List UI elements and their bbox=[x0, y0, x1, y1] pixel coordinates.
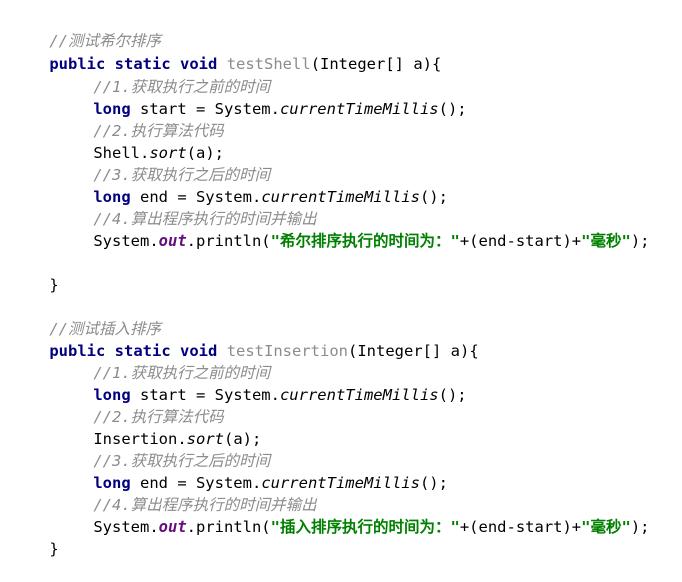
comment-text: //测试插入排序 bbox=[49, 320, 161, 338]
code-line-insertion-comment-4: //4.算出程序执行的时间并输出 bbox=[56, 472, 316, 514]
start-assignment: start = System. bbox=[130, 100, 280, 118]
class-insertion: Insertion. bbox=[93, 430, 187, 448]
code-line-shell-comment-4: //4.算出程序执行的时间并输出 bbox=[56, 186, 316, 228]
system-class: System. bbox=[93, 518, 159, 536]
string-literal-unit: "毫秒" bbox=[581, 518, 631, 536]
code-line-insertion-end: long end = System.currentTimeMillis(); bbox=[56, 450, 448, 492]
call-suffix: (); bbox=[438, 386, 467, 404]
method-current-time-millis: currentTimeMillis bbox=[261, 188, 420, 206]
code-line-insertion-closing-brace: } bbox=[12, 516, 58, 558]
code-line-insertion-comment-2: //2.执行算法代码 bbox=[56, 384, 223, 426]
call-suffix: (); bbox=[419, 188, 448, 206]
method-sort: sort bbox=[186, 430, 224, 448]
closing-brace: } bbox=[49, 276, 59, 294]
code-line-shell-closing-brace: } bbox=[12, 252, 58, 294]
code-line-shell-sort: Shell.sort(a); bbox=[56, 120, 224, 162]
comment-text: //1.获取执行之前的时间 bbox=[93, 364, 271, 382]
code-line-shell-comment-1: //1.获取执行之前的时间 bbox=[56, 54, 270, 96]
code-line-insertion-signature: public static void testInsertion(Integer… bbox=[12, 318, 478, 360]
method-params: (Integer[] a){ bbox=[348, 342, 479, 360]
code-line-insertion-sort: Insertion.sort(a); bbox=[56, 406, 261, 448]
end-assignment: end = System. bbox=[130, 188, 262, 206]
code-line-shell-signature: public static void testShell(Integer[] a… bbox=[12, 31, 441, 73]
closing-brace: } bbox=[49, 540, 59, 558]
println-close: ); bbox=[630, 518, 650, 536]
string-literal-message: "希尔排序执行的时间为：" bbox=[270, 232, 460, 250]
code-line-shell-comment-3: //3.获取执行之后的时间 bbox=[56, 142, 270, 184]
keyword-long: long bbox=[93, 386, 131, 404]
code-line-shell-start: long start = System.currentTimeMillis(); bbox=[56, 76, 466, 118]
concat-expression: +(end-start)+ bbox=[459, 518, 582, 536]
comment-text: //2.执行算法代码 bbox=[93, 122, 224, 140]
comment-text: //3.获取执行之后的时间 bbox=[93, 452, 271, 470]
end-assignment: end = System. bbox=[130, 474, 262, 492]
sort-args: (a); bbox=[186, 144, 224, 162]
comment-text: //2.执行算法代码 bbox=[93, 408, 224, 426]
keyword-void: void bbox=[180, 342, 218, 360]
code-line-shell-end: long end = System.currentTimeMillis(); bbox=[56, 164, 448, 206]
keyword-public: public bbox=[49, 55, 106, 73]
method-name-testinsertion: testInsertion bbox=[226, 342, 349, 360]
comment-text: //4.算出程序执行的时间并输出 bbox=[93, 210, 317, 228]
string-literal-message: "插入排序执行的时间为：" bbox=[270, 518, 460, 536]
keyword-long: long bbox=[93, 474, 131, 492]
code-line-insertion-start: long start = System.currentTimeMillis(); bbox=[56, 362, 466, 404]
start-assignment: start = System. bbox=[130, 386, 280, 404]
field-out: out bbox=[158, 518, 187, 536]
println-call: .println( bbox=[186, 518, 271, 536]
call-suffix: (); bbox=[419, 474, 448, 492]
comment-text: //4.算出程序执行的时间并输出 bbox=[93, 496, 317, 514]
keyword-long: long bbox=[93, 188, 131, 206]
method-current-time-millis: currentTimeMillis bbox=[279, 100, 439, 118]
code-line-insertion-comment-3: //3.获取执行之后的时间 bbox=[56, 428, 270, 470]
system-class: System. bbox=[93, 232, 159, 250]
keyword-static: static bbox=[114, 342, 171, 360]
comment-text: //测试希尔排序 bbox=[49, 32, 161, 50]
code-line-shell-comment-2: //2.执行算法代码 bbox=[56, 98, 223, 140]
string-literal-unit: "毫秒" bbox=[581, 232, 631, 250]
comment-text: //3.获取执行之后的时间 bbox=[93, 166, 271, 184]
code-line-shell-header-comment: //测试希尔排序 bbox=[12, 8, 161, 50]
method-current-time-millis: currentTimeMillis bbox=[279, 386, 439, 404]
comment-text: //1.获取执行之前的时间 bbox=[93, 78, 271, 96]
sort-args: (a); bbox=[223, 430, 262, 448]
keyword-long: long bbox=[93, 100, 131, 118]
println-close: ); bbox=[630, 232, 650, 250]
method-sort: sort bbox=[149, 144, 187, 162]
code-line-insertion-header-comment: //测试插入排序 bbox=[12, 296, 161, 338]
call-suffix: (); bbox=[438, 100, 467, 118]
class-shell: Shell. bbox=[93, 144, 150, 162]
println-call: .println( bbox=[186, 232, 271, 250]
code-line-insertion-comment-1: //1.获取执行之前的时间 bbox=[56, 340, 270, 382]
code-editor[interactable]: //测试希尔排序 public static void testShell(In… bbox=[0, 0, 682, 558]
keyword-void: void bbox=[180, 55, 218, 73]
code-line-insertion-println: System.out.println("插入排序执行的时间为："+(end-st… bbox=[56, 494, 649, 536]
method-name-testshell: testShell bbox=[226, 55, 311, 73]
method-current-time-millis: currentTimeMillis bbox=[261, 474, 420, 492]
field-out: out bbox=[158, 232, 187, 250]
code-line-shell-println: System.out.println("希尔排序执行的时间为："+(end-st… bbox=[56, 208, 649, 250]
keyword-static: static bbox=[114, 55, 171, 73]
keyword-public: public bbox=[49, 342, 106, 360]
concat-expression: +(end-start)+ bbox=[459, 232, 582, 250]
method-params: (Integer[] a){ bbox=[310, 55, 442, 73]
